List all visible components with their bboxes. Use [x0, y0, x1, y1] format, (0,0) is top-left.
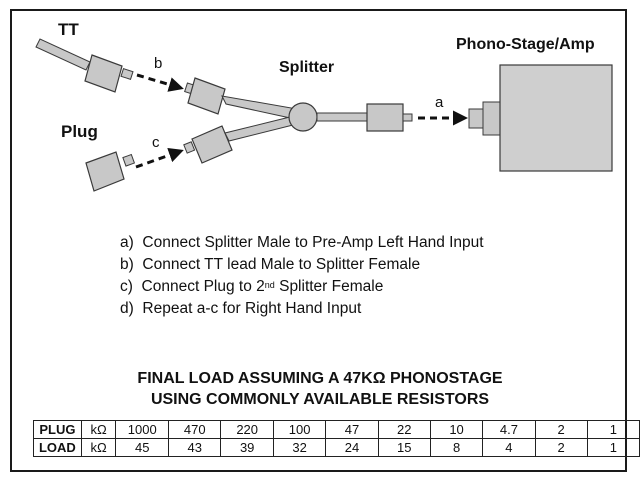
table-cell: 10	[429, 420, 484, 439]
heading-line-1: FINAL LOAD ASSUMING A 47KΩ PHONOSTAGE	[137, 370, 503, 387]
step-text: Connect TT lead Male to Splitter Female	[142, 256, 421, 273]
arrow-a-label: a	[435, 94, 444, 111]
table-cell: 1000	[115, 420, 170, 439]
table-cell: 24	[325, 438, 379, 457]
final-load-heading: FINAL LOAD ASSUMING A 47KΩ PHONOSTAGE US…	[0, 368, 640, 410]
table-cell: 2	[534, 438, 588, 457]
step-text-end: Splitter Female	[274, 278, 384, 295]
table-row-load: LOAD kΩ 45 43 39 32 24 15 8 4 2 1	[33, 438, 640, 457]
phono-stage-amp	[468, 64, 613, 172]
unit-cell: kΩ	[80, 420, 117, 439]
table-cell: 47	[325, 420, 379, 439]
step-prefix: a)	[120, 234, 134, 251]
table-row-plug: PLUG kΩ 1000 470 220 100 47 22 10 4.7 2 …	[33, 420, 640, 439]
step-prefix: d)	[120, 300, 134, 317]
resistor-plug	[85, 151, 136, 192]
arrow-c-label: c	[152, 134, 160, 151]
splitter	[183, 77, 413, 164]
step-d: d) Repeat a-c for Right Hand Input	[120, 298, 484, 320]
plug-label: Plug	[61, 122, 98, 141]
table-cell: 1	[586, 438, 640, 457]
step-text: Repeat a-c for Right Hand Input	[142, 300, 362, 317]
table-cell: 4.7	[482, 420, 536, 439]
step-b: b) Connect TT lead Male to Splitter Fema…	[120, 254, 484, 276]
table-cell: 100	[272, 420, 327, 439]
ordinal-superscript: nd	[264, 280, 275, 290]
table-cell: 220	[220, 420, 274, 439]
step-c: c) Connect Plug to 2nd Splitter Female	[120, 276, 484, 298]
arrow-b	[136, 73, 184, 92]
step-text: Connect Splitter Male to Pre-Amp Left Ha…	[142, 234, 484, 251]
instruction-list: a) Connect Splitter Male to Pre-Amp Left…	[120, 232, 484, 320]
row-header: PLUG	[33, 420, 82, 439]
table-cell: 32	[272, 438, 327, 457]
tt-lead	[35, 38, 134, 93]
arrow-b-label: b	[154, 55, 163, 72]
table-cell: 8	[429, 438, 484, 457]
table-cell: 43	[168, 438, 222, 457]
table-cell: 4	[482, 438, 536, 457]
table-cell: 15	[377, 438, 431, 457]
splitter-label: Splitter	[279, 59, 335, 76]
phono-stage-label: Phono-Stage/Amp	[456, 36, 595, 53]
table-cell: 1	[586, 420, 640, 439]
heading-line-2: USING COMMONLY AVAILABLE RESISTORS	[150, 391, 490, 408]
slide-frame	[10, 9, 627, 472]
arrow-c	[135, 147, 184, 169]
unit-cell: kΩ	[80, 438, 117, 457]
step-a: a) Connect Splitter Male to Pre-Amp Left…	[120, 232, 484, 254]
row-header: LOAD	[33, 438, 82, 457]
table-cell: 45	[115, 438, 170, 457]
step-prefix: b)	[120, 256, 134, 273]
step-text: Connect Plug to 2	[141, 278, 265, 295]
connection-diagram	[35, 38, 613, 192]
table-cell: 39	[220, 438, 274, 457]
step-prefix: c)	[120, 278, 133, 295]
table-cell: 2	[534, 420, 588, 439]
load-table: PLUG kΩ 1000 470 220 100 47 22 10 4.7 2 …	[33, 420, 640, 457]
table-cell: 22	[377, 420, 431, 439]
tt-label: TT	[58, 20, 79, 39]
table-cell: 470	[168, 420, 222, 439]
